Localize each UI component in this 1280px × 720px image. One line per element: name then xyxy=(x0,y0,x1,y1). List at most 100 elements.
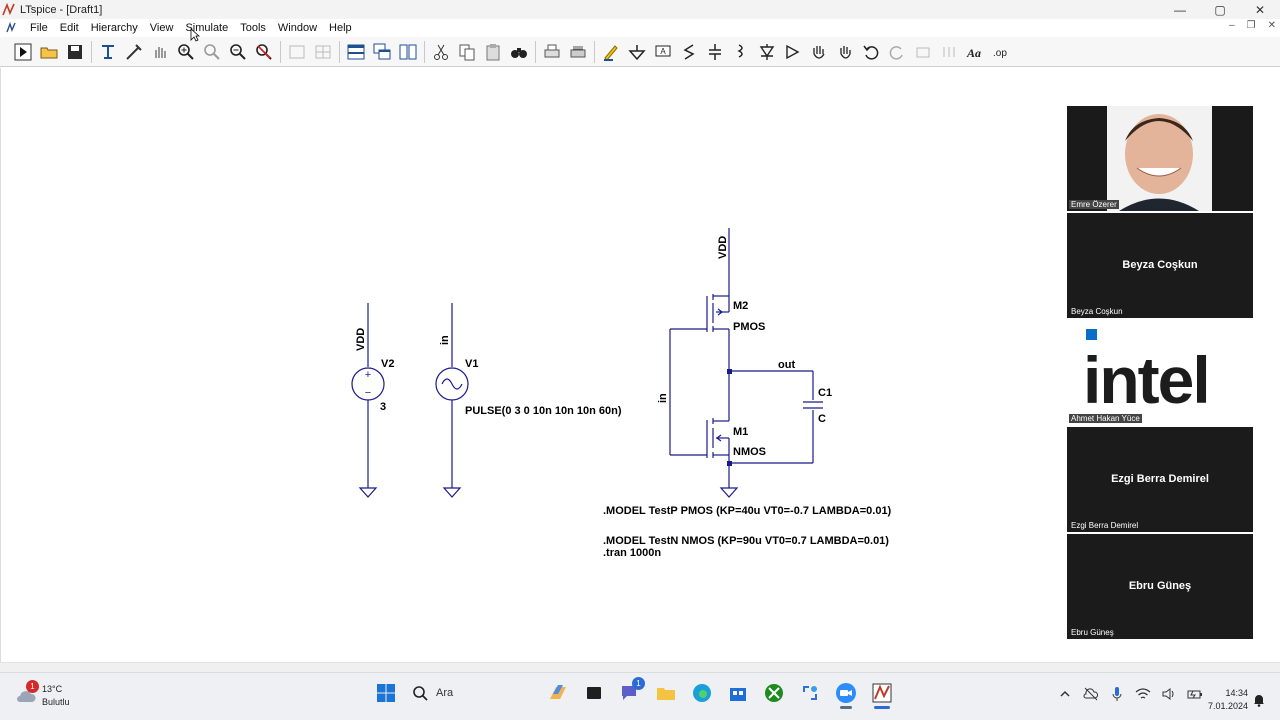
mirror-icon[interactable] xyxy=(937,40,961,64)
ltspice-app-icon xyxy=(2,2,15,15)
menu-tools[interactable]: Tools xyxy=(240,22,266,34)
zoom-full-icon[interactable] xyxy=(200,40,224,64)
doc-restore-icon[interactable]: ❐ xyxy=(1246,20,1256,31)
copy-icon[interactable] xyxy=(455,40,479,64)
voltage-source-v1[interactable] xyxy=(435,303,469,498)
print-preview-icon[interactable] xyxy=(566,40,590,64)
maximize-button[interactable]: ▢ xyxy=(1214,2,1226,17)
rotate-icon[interactable] xyxy=(911,40,935,64)
resistor-icon[interactable] xyxy=(677,40,701,64)
snipping-tool-icon[interactable] xyxy=(798,681,822,705)
weather-widget[interactable]: 1 13°C Bulutlu xyxy=(14,680,70,709)
task-view-icon[interactable] xyxy=(582,681,606,705)
wifi-icon[interactable] xyxy=(1134,685,1152,703)
probe-icon[interactable] xyxy=(122,40,146,64)
cloud-off-icon[interactable] xyxy=(1082,685,1100,703)
move-hand-icon[interactable] xyxy=(807,40,831,64)
zoom-out-icon[interactable] xyxy=(226,40,250,64)
schematic-drawing[interactable]: + − VDD V2 3 in V1 PULSE(0 3 0 10n 10n 1… xyxy=(1,68,1280,662)
teams-chat-icon[interactable]: 1 xyxy=(618,677,645,705)
autorange-icon[interactable] xyxy=(285,40,309,64)
inverter-circuit[interactable] xyxy=(669,228,823,498)
chevron-up-icon[interactable] xyxy=(1056,685,1074,703)
spice-directive-icon[interactable]: .op xyxy=(989,40,1013,64)
taskbar-search[interactable]: Ara xyxy=(412,685,532,701)
xbox-icon[interactable] xyxy=(762,681,786,705)
participant-tile-5[interactable]: Ebru Güneş Ebru Güneş xyxy=(1067,534,1253,639)
save-icon[interactable] xyxy=(63,40,87,64)
menu-help[interactable]: Help xyxy=(329,22,352,34)
find-icon[interactable] xyxy=(507,40,531,64)
doc-close-icon[interactable]: ✕ xyxy=(1267,20,1276,31)
grid-icon[interactable] xyxy=(311,40,335,64)
system-clock[interactable]: 14:34 7.01.2024 xyxy=(1196,687,1248,713)
v2-name-label: V2 xyxy=(381,358,394,370)
component-icon[interactable] xyxy=(781,40,805,64)
pan-hand-icon[interactable] xyxy=(148,40,172,64)
volume-icon[interactable] xyxy=(1160,685,1178,703)
undo-icon[interactable] xyxy=(859,40,883,64)
windows-start-icon[interactable] xyxy=(374,681,398,705)
m2-model-label: PMOS xyxy=(733,321,765,333)
microphone-icon[interactable] xyxy=(1108,685,1126,703)
menu-simulate[interactable]: Simulate xyxy=(185,22,229,34)
ltspice-taskbar-icon[interactable] xyxy=(870,681,894,709)
zoom-app-icon[interactable] xyxy=(834,681,858,709)
participant-tile-4[interactable]: Ezgi Berra Demirel Ezgi Berra Demirel xyxy=(1067,427,1253,532)
participant-name-label: Ezgi Berra Demirel xyxy=(1071,521,1139,530)
document-icon[interactable] xyxy=(4,21,18,35)
menu-window[interactable]: Window xyxy=(277,22,318,34)
label-net-icon[interactable]: A xyxy=(651,40,675,64)
menu-file[interactable]: File xyxy=(30,22,48,34)
inductor-icon[interactable] xyxy=(729,40,753,64)
copilot-icon[interactable] xyxy=(546,681,570,705)
text-icon[interactable]: Aa xyxy=(963,40,987,64)
model-p-directive[interactable]: .MODEL TestP PMOS (KP=40u VT0=-0.7 LAMBD… xyxy=(603,505,892,517)
svg-text:A: A xyxy=(660,47,666,56)
battery-icon[interactable] xyxy=(1186,685,1204,703)
participant-tile-3[interactable]: intel Ahmet Hakan Yüce xyxy=(1067,320,1253,425)
doc-minimize-icon[interactable]: ‒ xyxy=(1229,20,1235,31)
drag-hand-icon[interactable] xyxy=(833,40,857,64)
zoom-cancel-icon[interactable] xyxy=(252,40,276,64)
model-n-directive[interactable]: .MODEL TestN NMOS (KP=90u VT0=0.7 LAMBDA… xyxy=(603,535,889,547)
store-icon[interactable] xyxy=(726,681,750,705)
schematic-canvas[interactable]: + − VDD V2 3 in V1 PULSE(0 3 0 10n 10n 1… xyxy=(0,68,1280,662)
tran-directive[interactable]: .tran 1000n xyxy=(603,547,661,559)
redo-icon[interactable] xyxy=(885,40,909,64)
file-explorer-icon[interactable] xyxy=(654,681,678,705)
capacitor-icon[interactable] xyxy=(703,40,727,64)
participant-tile-1[interactable]: Emre Özerer xyxy=(1067,106,1253,211)
tile-vertical-icon[interactable] xyxy=(396,40,420,64)
weather-temperature: 13°C xyxy=(42,684,63,694)
horizontal-scrollbar[interactable] xyxy=(0,662,1280,672)
cascade-icon[interactable] xyxy=(370,40,394,64)
edge-browser-icon[interactable] xyxy=(690,681,714,705)
svg-text:Aa: Aa xyxy=(966,46,981,60)
voltage-source-v2[interactable]: + − xyxy=(351,303,385,498)
open-folder-icon[interactable] xyxy=(37,40,61,64)
wire-pencil-icon[interactable] xyxy=(599,40,623,64)
notification-bell-icon[interactable] xyxy=(1252,693,1266,712)
weather-alert-badge: 1 xyxy=(26,680,39,693)
menu-edit[interactable]: Edit xyxy=(59,22,79,34)
tile-horizontal-icon[interactable] xyxy=(344,40,368,64)
zoom-in-icon[interactable] xyxy=(174,40,198,64)
close-button[interactable]: ✕ xyxy=(1254,2,1266,17)
diode-icon[interactable] xyxy=(755,40,779,64)
paste-icon[interactable] xyxy=(481,40,505,64)
v1-net-label: in xyxy=(439,335,451,345)
cut-icon[interactable] xyxy=(429,40,453,64)
control-panel-icon[interactable] xyxy=(96,40,120,64)
v1-value-label: PULSE(0 3 0 10n 10n 10n 60n) xyxy=(465,405,622,417)
toolbar-separator xyxy=(339,40,340,63)
menu-hierarchy[interactable]: Hierarchy xyxy=(90,22,138,34)
menu-view[interactable]: View xyxy=(149,22,174,34)
ground-icon[interactable] xyxy=(625,40,649,64)
junction-gnd-dot xyxy=(727,461,732,466)
run-icon[interactable] xyxy=(11,40,35,64)
participant-tile-2[interactable]: Beyza Coşkun Beyza Coşkun xyxy=(1067,213,1253,318)
minimize-button[interactable]: — xyxy=(1174,2,1186,17)
svg-text:.op: .op xyxy=(993,48,1007,59)
print-icon[interactable] xyxy=(540,40,564,64)
